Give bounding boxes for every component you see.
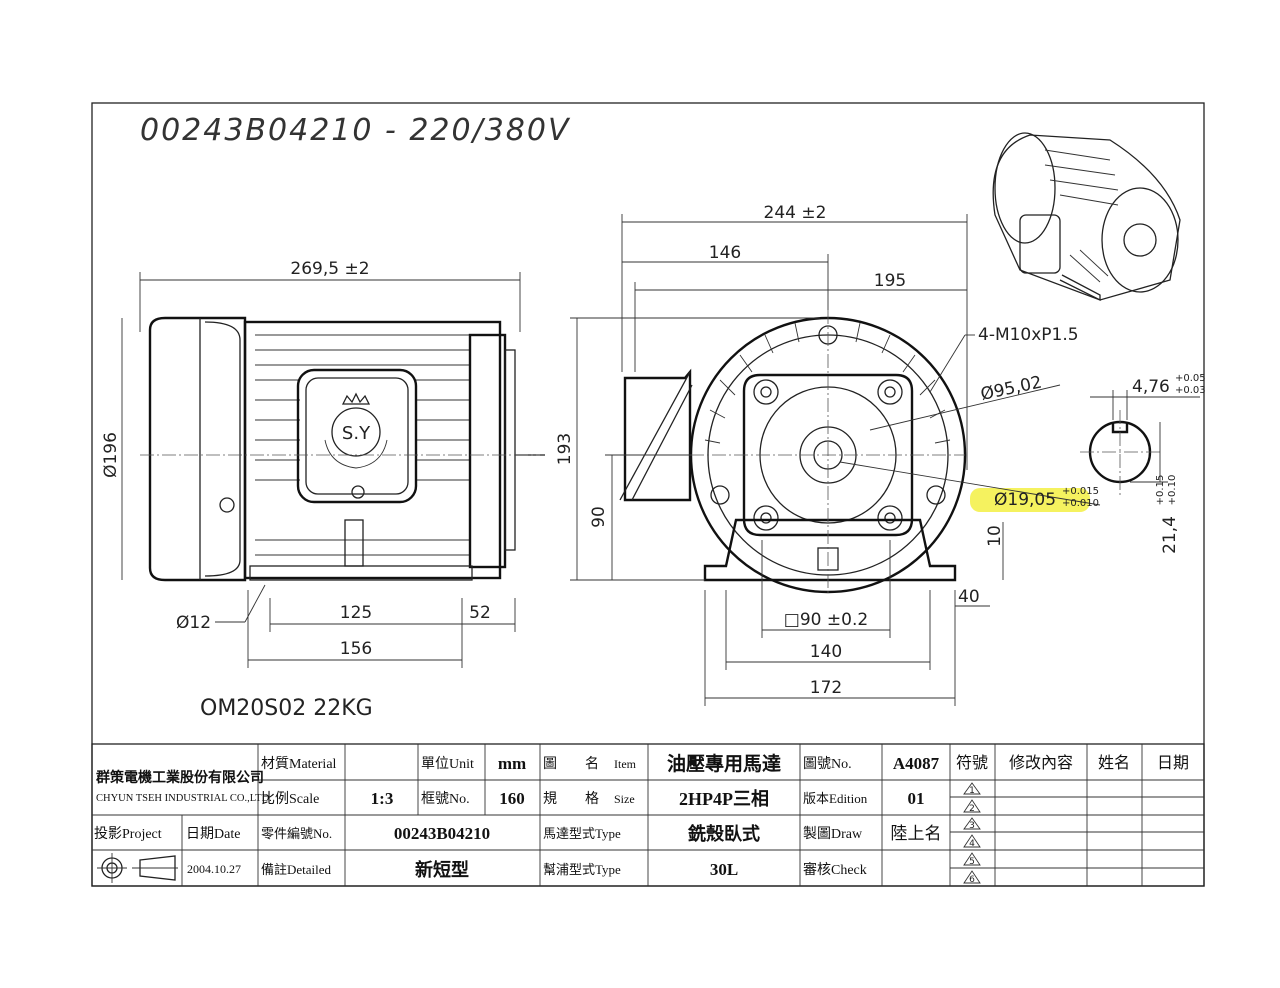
side-dimensions: 269,5 ±2 Ø196 Ø12 125 52 156 — [101, 259, 521, 668]
motor-type-value: 銑殼臥式 — [687, 823, 760, 844]
frame-value: 160 — [499, 789, 525, 808]
dim-19: Ø19,05 — [994, 490, 1056, 510]
dim-bolt: 4-M10xP1.5 — [978, 325, 1079, 345]
key-height-tol-lo: +0.10 — [1167, 475, 1178, 506]
company-name-en: CHYUN TSEH INDUSTRIAL CO.,LTD. — [96, 793, 272, 804]
part-value: 00243B04210 — [394, 824, 490, 843]
dim-19-tol-up: +0.015 — [1062, 486, 1099, 497]
scale-label: 比例Scale — [261, 791, 319, 807]
shaft-key-detail: 4,76 +0.05 +0.03 21,4 +0.15 +0.10 — [1080, 373, 1206, 554]
rev-mark: 5 — [969, 857, 975, 867]
scale-value: 1:3 — [371, 789, 394, 808]
motor-type-label: 馬達型式Type — [543, 826, 621, 841]
key-width-tol-up: +0.05 — [1175, 373, 1206, 384]
draw-value: 陸上名 — [891, 824, 942, 843]
item-label-en: Item — [614, 757, 637, 771]
dim-40: 40 — [958, 587, 980, 607]
title-block: 群策電機工業股份有限公司 CHYUN TSEH INDUSTRIAL CO.,L… — [91, 743, 1205, 887]
rev-mark: 3 — [969, 821, 975, 831]
drawing-no-label: 圖號No. — [803, 756, 852, 772]
key-width: 4,76 — [1132, 377, 1170, 397]
rev-content-header: 修改內容 — [1009, 754, 1073, 772]
date-value: 2004.10.27 — [187, 862, 241, 876]
dim-140: 140 — [810, 642, 842, 662]
size-label-cn: 規 格 — [543, 791, 599, 807]
projection-symbol-icon — [97, 853, 178, 883]
size-value: 2HP4P三相 — [679, 789, 769, 809]
dim-10: 10 — [985, 525, 1005, 547]
unit-label: 單位Unit — [421, 756, 474, 772]
handwritten-note: 00243B04210 - 220/380V — [140, 113, 571, 148]
dim-90: 90 — [589, 506, 609, 528]
rev-date-header: 日期 — [1157, 754, 1189, 772]
size-label-en: Size — [614, 792, 635, 806]
key-height: 21,4 — [1160, 516, 1180, 554]
dim-125: 125 — [340, 603, 372, 623]
front-dimensions: 244 ±2 146 195 193 90 4-M10xP1.5 Ø95,02 … — [555, 203, 1101, 706]
dim-195: 195 — [874, 271, 906, 291]
dim-269: 269,5 ±2 — [290, 259, 369, 279]
rev-mark: 4 — [969, 839, 975, 849]
dim-95: Ø95,02 — [979, 372, 1044, 404]
dim-156: 156 — [340, 639, 372, 659]
dim-196: Ø196 — [101, 432, 121, 478]
detail-label: 備註Detailed — [261, 862, 332, 877]
rev-mark: 1 — [969, 786, 975, 796]
unit-value: mm — [498, 754, 526, 773]
edition-label: 版本Edition — [803, 791, 868, 806]
part-label: 零件編號No. — [261, 826, 332, 841]
drawing-no-value: A4087 — [893, 754, 940, 773]
dim-193: 193 — [555, 433, 575, 465]
isometric-view — [992, 132, 1181, 302]
dim-sq90: □90 ±0.2 — [784, 610, 868, 630]
dim-172: 172 — [810, 678, 842, 698]
pump-type-label: 幫浦型式Type — [543, 862, 621, 877]
front-view — [619, 310, 967, 595]
frame-label: 框號No. — [421, 791, 470, 807]
model-weight-label: OM20S02 22KG — [200, 696, 373, 721]
dim-12: Ø12 — [176, 613, 211, 633]
draw-label: 製圖Draw — [803, 826, 863, 842]
key-width-tol-lo: +0.03 — [1175, 385, 1206, 396]
rev-mark: 6 — [969, 875, 975, 885]
highlight-mark — [970, 488, 1090, 512]
key-height-tol-up: +0.15 — [1155, 475, 1166, 506]
rev-symbol-header: 符號 — [956, 754, 988, 772]
check-label: 審核Check — [803, 862, 867, 878]
item-value: 油壓專用馬達 — [667, 752, 781, 775]
company-name-cn: 群策電機工業股份有限公司 — [95, 769, 264, 786]
terminal-box — [296, 368, 418, 504]
rev-mark: 2 — [969, 804, 975, 814]
edition-value: 01 — [908, 789, 925, 808]
pump-type-value: 30L — [710, 860, 738, 879]
date-label: 日期Date — [186, 826, 240, 842]
revision-marks: 1 2 3 4 5 6 — [963, 782, 981, 885]
logo-text: S.Y — [342, 423, 371, 444]
dim-146: 146 — [709, 243, 741, 263]
dim-244: 244 ±2 — [764, 203, 827, 223]
projection-label: 投影Project — [94, 826, 162, 842]
item-label-cn: 圖 名 — [543, 756, 599, 772]
dim-52: 52 — [469, 603, 491, 623]
detail-value: 新短型 — [415, 859, 469, 880]
side-view: S.Y — [140, 316, 545, 582]
sy-logo: S.Y — [324, 392, 388, 469]
material-label: 材質Material — [261, 756, 337, 772]
rev-name-header: 姓名 — [1098, 754, 1130, 772]
dim-19-tol-lo: +0.010 — [1062, 498, 1099, 509]
